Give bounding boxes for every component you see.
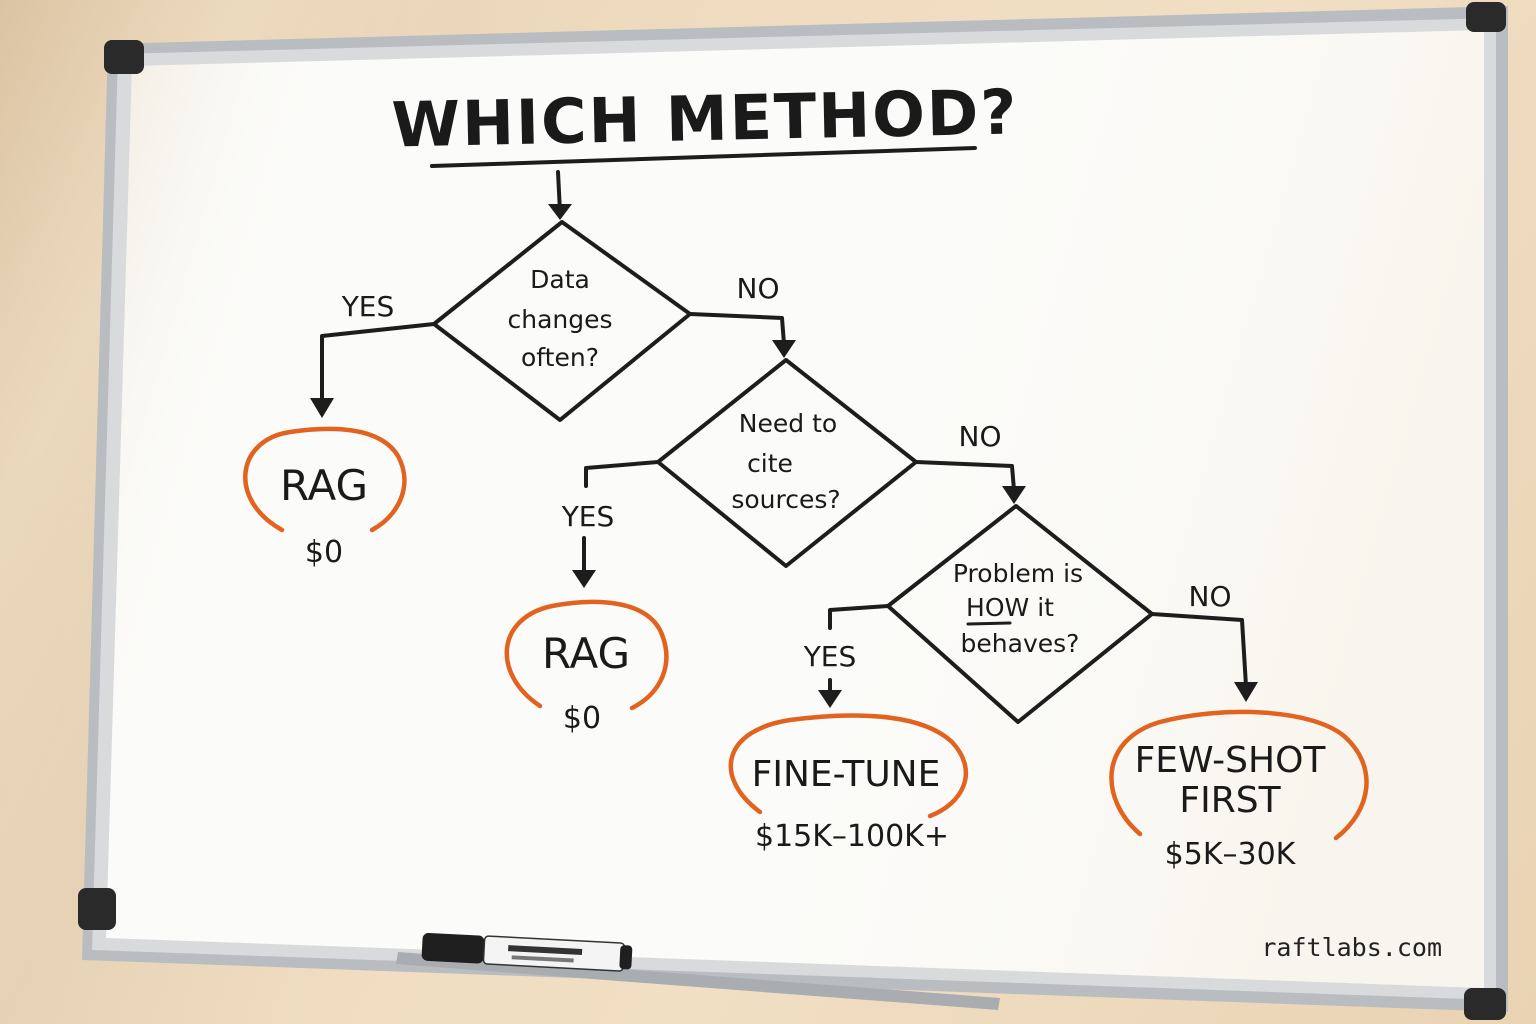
outcome-4-oval <box>1109 709 1369 841</box>
decision-3-line-1: Problem is <box>953 559 1083 588</box>
arrow-head <box>548 204 572 220</box>
decision-3-yes-label: YES <box>803 640 857 673</box>
outcome-1-oval <box>243 426 407 533</box>
decision-2-diamond <box>656 358 918 568</box>
connector-d2-yes <box>582 460 660 576</box>
decision-2-line-2: cite <box>747 449 793 478</box>
decision-1-yes-label: YES <box>341 290 395 323</box>
decision-2-line-1: Need to <box>739 409 837 438</box>
frame-corner-bottom-right <box>1464 988 1506 1020</box>
decision-1-line-2: changes <box>507 305 612 334</box>
arrow-head <box>572 570 596 588</box>
arrow-head <box>818 690 842 708</box>
outcome-1-label: RAG <box>280 461 368 510</box>
connector-d1-yes <box>320 322 436 404</box>
frame-corner-top-left <box>104 40 144 74</box>
decision-3-line-3: behaves? <box>961 629 1080 658</box>
outcome-4-line-1: FEW-SHOT <box>1135 740 1327 781</box>
decision-2-yes-label: YES <box>561 500 615 533</box>
diagram-title: WHICH METHOD? <box>391 75 1019 161</box>
frame-corner-bottom-left <box>78 888 116 930</box>
decision-1-line-1: Data <box>530 265 590 294</box>
decision-3-line-2: HOW it <box>966 593 1054 622</box>
connector-d2-no <box>914 460 1016 492</box>
outcome-2-oval <box>504 599 669 711</box>
board-light-glare <box>106 30 1484 988</box>
frame-corner-top-right <box>1466 2 1506 32</box>
decision-1-no-label: NO <box>737 272 780 305</box>
arrow-head <box>772 340 796 358</box>
outcome-4-cost: $5K–30K <box>1165 837 1297 872</box>
decision-2-line-3: sources? <box>731 485 840 514</box>
connector-d3-no <box>1150 612 1248 688</box>
outcome-2-cost: $0 <box>563 701 601 736</box>
decision-3-no-label: NO <box>1189 580 1232 613</box>
decision-1-line-3: often? <box>521 343 599 372</box>
arrow-head <box>1002 486 1026 504</box>
arrow-head <box>1234 682 1258 702</box>
outcome-3-label: FINE-TUNE <box>752 754 941 795</box>
connector-d1-no <box>688 312 786 346</box>
decision-1-diamond <box>432 220 692 422</box>
decision-2-no-label: NO <box>959 420 1002 453</box>
title-underline <box>430 146 977 168</box>
decision-3-diamond <box>886 504 1154 724</box>
outcome-2-label: RAG <box>542 629 630 678</box>
arrow-head <box>310 398 334 418</box>
outcome-4-line-2: FIRST <box>1179 780 1281 821</box>
watermark: raftlabs.com <box>1261 933 1442 962</box>
marker-icon <box>421 932 633 972</box>
outcome-3-cost: $15K–100K+ <box>755 819 949 854</box>
outcome-3-oval <box>728 713 969 819</box>
outcome-1-cost: $0 <box>305 535 343 570</box>
emphasis-underline <box>966 621 1012 626</box>
